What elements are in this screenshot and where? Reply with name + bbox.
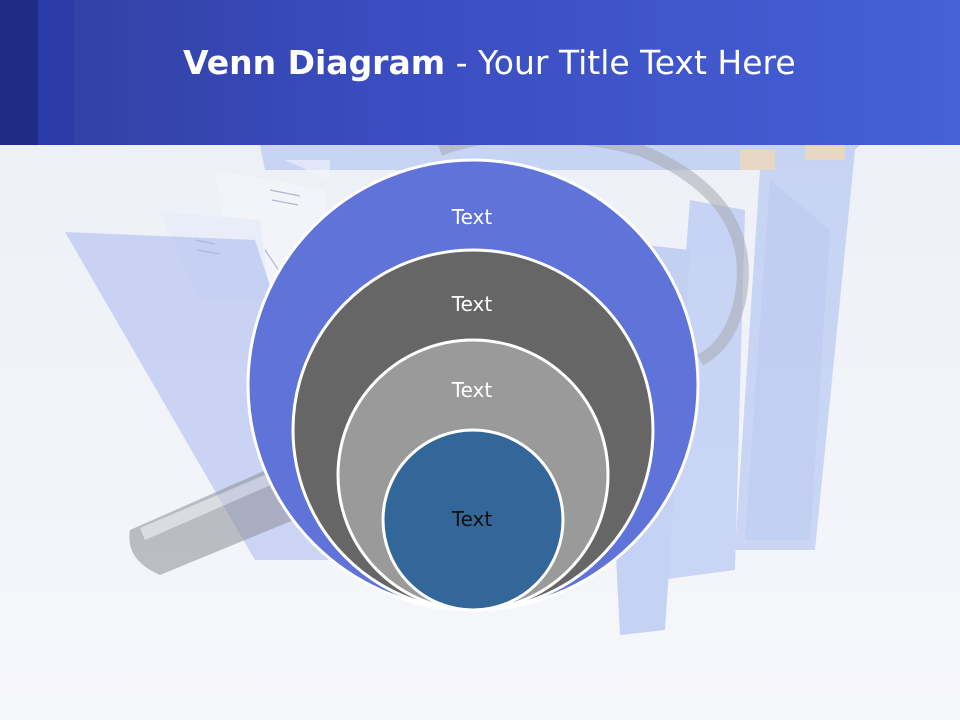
slide-title-rest: - Your Title Text Here <box>445 43 796 82</box>
venn-label-4: Text <box>451 507 493 531</box>
venn-label-1: Text <box>451 205 493 229</box>
slide-title[interactable]: Venn Diagram - Your Title Text Here <box>183 40 796 85</box>
venn-circle-4[interactable] <box>381 428 565 612</box>
title-bar-accent <box>38 0 74 145</box>
title-bar-accent-dark <box>0 0 38 145</box>
title-bar: Venn Diagram - Your Title Text Here <box>0 0 960 145</box>
slide-title-bold: Venn Diagram <box>183 43 446 82</box>
venn-label-3: Text <box>451 378 493 402</box>
venn-label-2: Text <box>451 292 493 316</box>
